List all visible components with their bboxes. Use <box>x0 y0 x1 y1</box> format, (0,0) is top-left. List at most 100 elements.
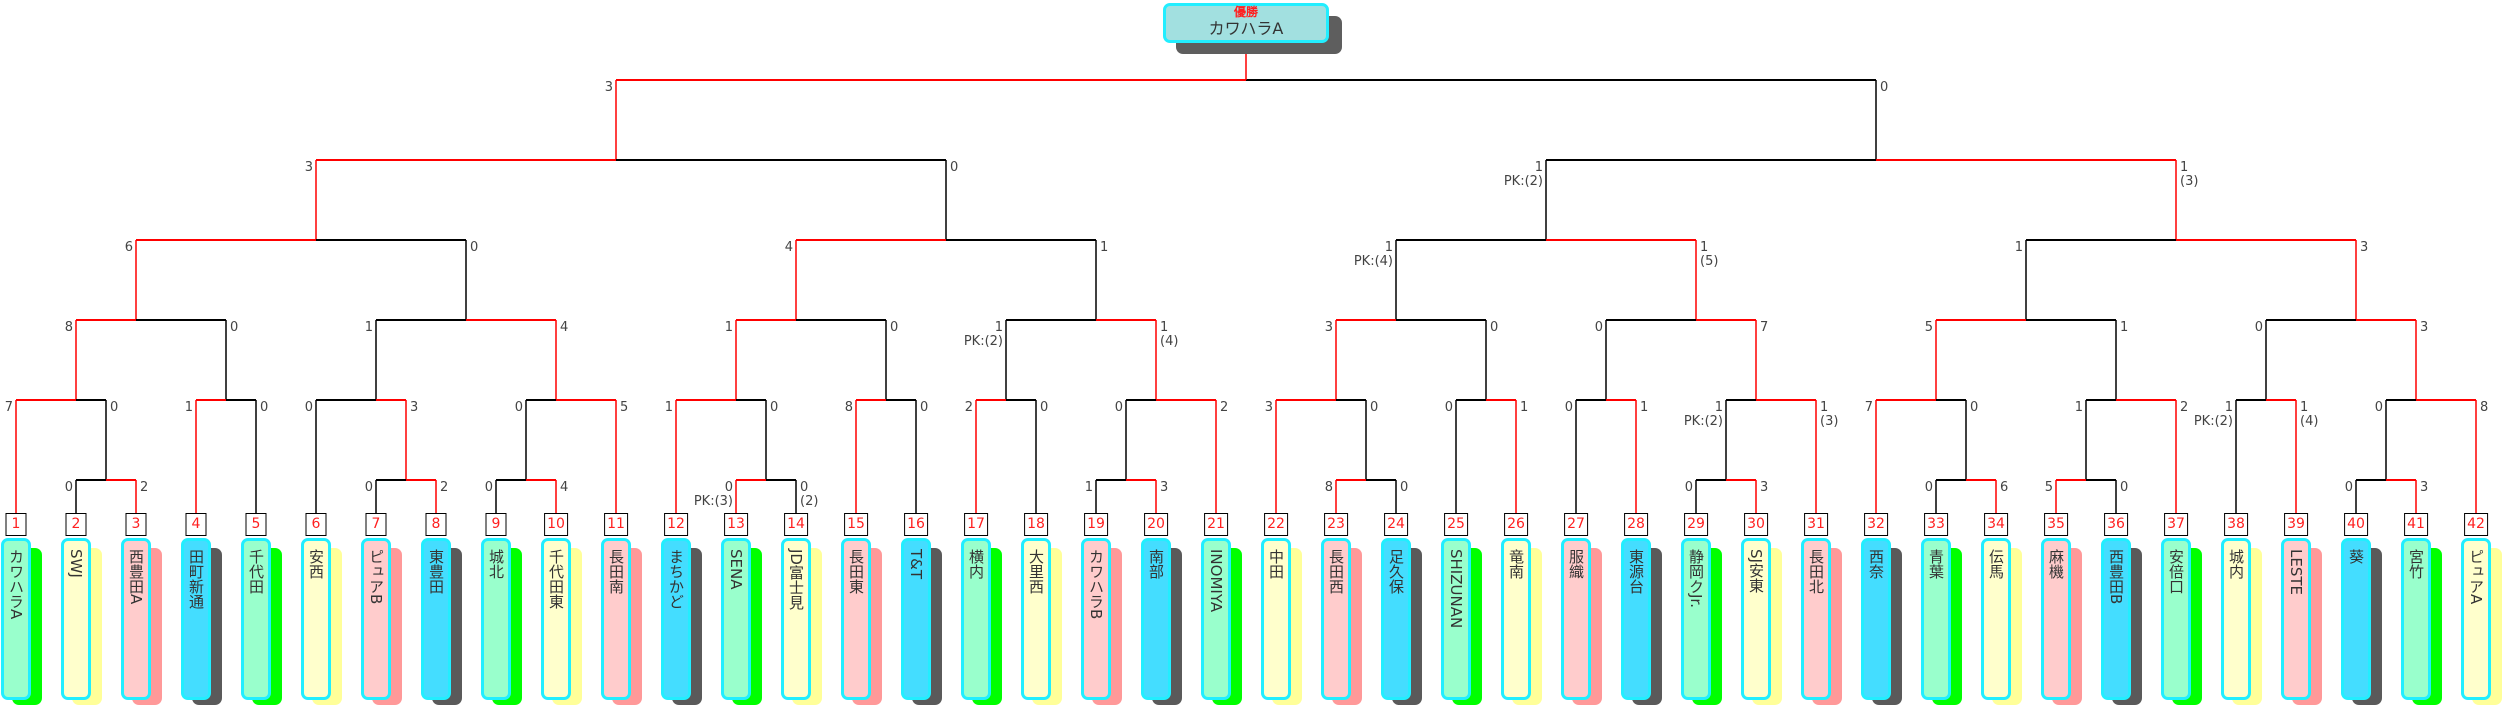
pk-left: PK:(4) <box>1353 254 1393 269</box>
team-card[interactable]: 安倍口 <box>2161 538 2191 700</box>
team-card[interactable]: 西豊田A <box>121 538 151 700</box>
team-card[interactable]: 安西 <box>301 538 331 700</box>
team-number: 5 <box>245 513 267 536</box>
team-number: 40 <box>2344 513 2368 536</box>
team-card[interactable]: 葵 <box>2341 538 2371 700</box>
team-card[interactable]: 千代田東 <box>541 538 571 700</box>
team-card[interactable]: 宮竹 <box>2401 538 2431 700</box>
team-card[interactable]: 長田東 <box>841 538 871 700</box>
team-name: LESTE <box>2287 549 2305 595</box>
team-card[interactable]: 城北 <box>481 538 511 700</box>
team-card[interactable]: 中田 <box>1261 538 1291 700</box>
team-card[interactable]: 西奈 <box>1861 538 1891 700</box>
team-card[interactable]: 城内 <box>2221 538 2251 700</box>
team-card[interactable]: 服織 <box>1561 538 1591 700</box>
team-card[interactable]: カワハラB <box>1081 538 1111 700</box>
team-number: 4 <box>185 513 207 536</box>
team-card[interactable]: 長田西 <box>1321 538 1351 700</box>
score-right: 0 <box>1970 400 1979 415</box>
pk-right: (4) <box>2300 414 2319 429</box>
team-card[interactable]: ピュアA <box>2461 538 2491 700</box>
team-card[interactable]: 長田北 <box>1801 538 1831 700</box>
team-card[interactable]: SHIZUNAN <box>1441 538 1471 700</box>
team-number: 9 <box>485 513 507 536</box>
team-card[interactable]: LESTE <box>2281 538 2311 700</box>
team-card[interactable]: 伝馬 <box>1981 538 2011 700</box>
team-card[interactable]: JD富士見 <box>781 538 811 700</box>
team-card[interactable]: T&T <box>901 538 931 700</box>
team-number: 27 <box>1564 513 1588 536</box>
team-card[interactable]: SJ安東 <box>1741 538 1771 700</box>
team-card[interactable]: 麻機 <box>2041 538 2071 700</box>
score-right: 0 <box>920 400 929 415</box>
team-card[interactable]: まちかど <box>661 538 691 700</box>
team-card[interactable]: カワハラA <box>1 538 31 700</box>
team-card[interactable]: 大里西 <box>1021 538 1051 700</box>
team-card[interactable]: SENA <box>721 538 751 700</box>
team-card[interactable]: 東豊田 <box>421 538 451 700</box>
team-card[interactable]: 南部 <box>1141 538 1171 700</box>
team-entry[interactable]: 静岡クJr.29 <box>1674 513 1722 705</box>
team-card[interactable]: 竜南 <box>1501 538 1531 700</box>
team-card[interactable]: SWJ <box>61 538 91 700</box>
score-left: 8 <box>844 400 853 415</box>
pk-left: PK:(2) <box>1683 414 1723 429</box>
score-left: 3 <box>604 80 613 95</box>
team-card[interactable]: ピュアB <box>361 538 391 700</box>
score-right: 3 <box>410 400 419 415</box>
team-card[interactable]: 横内 <box>961 538 991 700</box>
team-card[interactable]: 青葉 <box>1921 538 1951 700</box>
team-card[interactable]: 足久保 <box>1381 538 1411 700</box>
team-card[interactable]: 静岡クJr. <box>1681 538 1711 700</box>
team-number: 29 <box>1684 513 1708 536</box>
team-card[interactable]: 東源台 <box>1621 538 1651 700</box>
team-card[interactable]: 田町新通 <box>181 538 211 700</box>
team-card[interactable]: INOMIYA <box>1201 538 1231 700</box>
team-card[interactable]: 長田南 <box>601 538 631 700</box>
team-name: まちかど <box>667 549 685 609</box>
team-card[interactable]: 西豊田B <box>2101 538 2131 700</box>
team-card[interactable]: 千代田 <box>241 538 271 700</box>
